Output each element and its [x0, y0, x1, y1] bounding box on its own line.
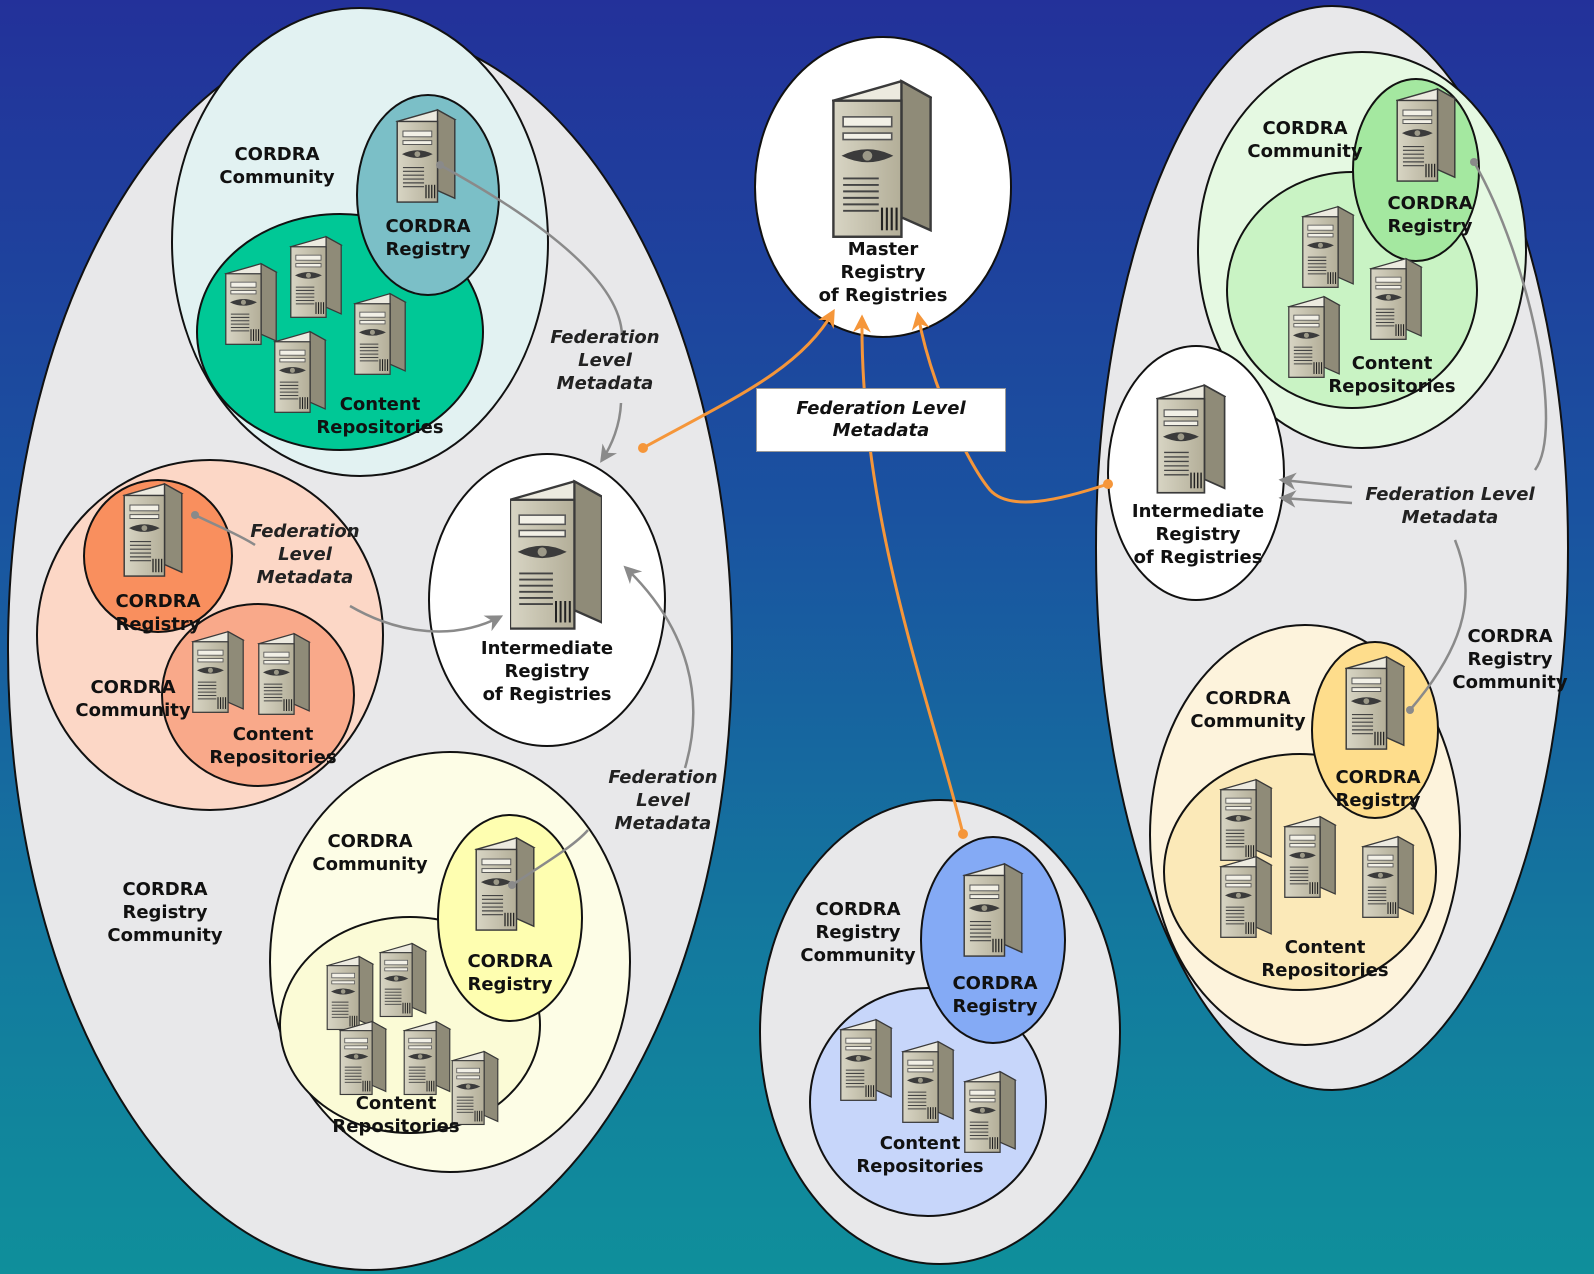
server-tower-icon	[290, 235, 342, 319]
left-intermediate-label: Intermediate Registry of Registries	[480, 638, 614, 705]
connector-dot	[191, 511, 199, 519]
orange-metadata-arrow-head	[349, 604, 504, 633]
connector-dot	[1470, 158, 1478, 166]
orange-metadata-arrow	[194, 513, 256, 547]
server-tower-icon	[1362, 835, 1414, 919]
green-metadata-arrow	[1472, 161, 1548, 471]
server-tower-icon	[339, 1020, 387, 1096]
orange-repos-label: Content Repositories	[209, 724, 337, 768]
teal-metadata-arrow	[439, 163, 624, 336]
connector-dot	[508, 881, 516, 889]
server-tower-icon	[396, 109, 456, 203]
master-registry-label: Master Registry of Registries	[818, 239, 948, 306]
yellow-registry-label: CORDRA Registry	[467, 951, 553, 995]
teal-community-label: CORDRA Community	[219, 144, 335, 188]
server-tower-icon	[225, 262, 277, 346]
server-tower-icon	[475, 837, 535, 931]
server-tower-icon	[1302, 205, 1354, 289]
right-intermediate-label: Intermediate Registry of Registries	[1131, 501, 1265, 568]
left-registry-community-label: CORDRA Registry Community	[107, 879, 223, 946]
left-federation-label-mid: Federation Level Metadata	[250, 521, 360, 588]
green-registry-label: CORDRA Registry	[1387, 193, 1473, 237]
green-community-label: CORDRA Community	[1247, 118, 1363, 162]
center-federation-metadata-label: Federation Level Metadata	[796, 398, 966, 441]
teal-repos-label: Content Repositories	[316, 394, 444, 438]
yellow-metadata-arrow	[511, 829, 589, 887]
yellow-repos-label: Content Repositories	[332, 1093, 460, 1137]
right-federation-label: Federation Level Metadata	[1365, 484, 1535, 528]
yellow-community-label: CORDRA Community	[312, 831, 428, 875]
connector-dot	[1103, 479, 1113, 489]
left-federation-arrow	[642, 308, 835, 450]
server-tower-icon	[510, 480, 602, 630]
server-tower-icon	[192, 630, 244, 714]
green-repos-label: Content Repositories	[1328, 353, 1456, 397]
server-tower-icon	[902, 1040, 954, 1124]
right-federation-arrow	[911, 311, 1109, 504]
server-tower-icon	[1396, 88, 1456, 182]
server-tower-icon	[1370, 257, 1422, 341]
blue-repos-label: Content Repositories	[856, 1133, 984, 1177]
connector-dot	[638, 443, 648, 453]
connector-dot	[1406, 706, 1414, 714]
gold-metadata-arrow-head	[1278, 490, 1353, 508]
teal-metadata-arrow-head	[600, 402, 623, 463]
left-federation-label-low: Federation Level Metadata	[608, 767, 718, 834]
gold-registry-label: CORDRA Registry	[1335, 767, 1421, 811]
orange-community-label: CORDRA Community	[75, 677, 191, 721]
server-tower-icon	[1156, 384, 1226, 494]
orange-registry-label: CORDRA Registry	[115, 591, 201, 635]
teal-registry-label: CORDRA Registry	[385, 216, 471, 260]
server-tower-icon	[403, 1020, 451, 1096]
gold-metadata-arrow	[1409, 539, 1467, 711]
server-tower-icon	[258, 632, 310, 716]
right-registry-community-label: CORDRA Registry Community	[1452, 626, 1568, 693]
server-tower-icon	[1220, 778, 1272, 862]
yellow-metadata-arrow-head	[623, 565, 695, 769]
server-tower-icon	[123, 483, 183, 577]
gold-community-label: CORDRA Community	[1190, 688, 1306, 732]
green-metadata-arrow-head	[1278, 472, 1353, 491]
server-tower-icon	[963, 863, 1023, 957]
server-tower-icon	[1345, 656, 1405, 750]
server-tower-icon	[379, 942, 427, 1018]
connector-dot	[958, 829, 968, 839]
server-tower-icon	[1284, 815, 1336, 899]
server-tower-icon	[840, 1018, 892, 1102]
blue-registry-label: CORDRA Registry	[952, 973, 1038, 1017]
bottom-registry-community-label: CORDRA Registry Community	[800, 899, 916, 966]
gold-repos-label: Content Repositories	[1261, 937, 1389, 981]
server-tower-icon	[832, 79, 932, 239]
center-federation-metadata-box: Federation Level Metadata	[756, 388, 1006, 452]
server-tower-icon	[326, 955, 374, 1031]
server-tower-icon	[354, 292, 406, 376]
connector-dot	[436, 161, 444, 169]
server-tower-icon	[1220, 855, 1272, 939]
left-federation-label-top: Federation Level Metadata	[550, 327, 660, 394]
